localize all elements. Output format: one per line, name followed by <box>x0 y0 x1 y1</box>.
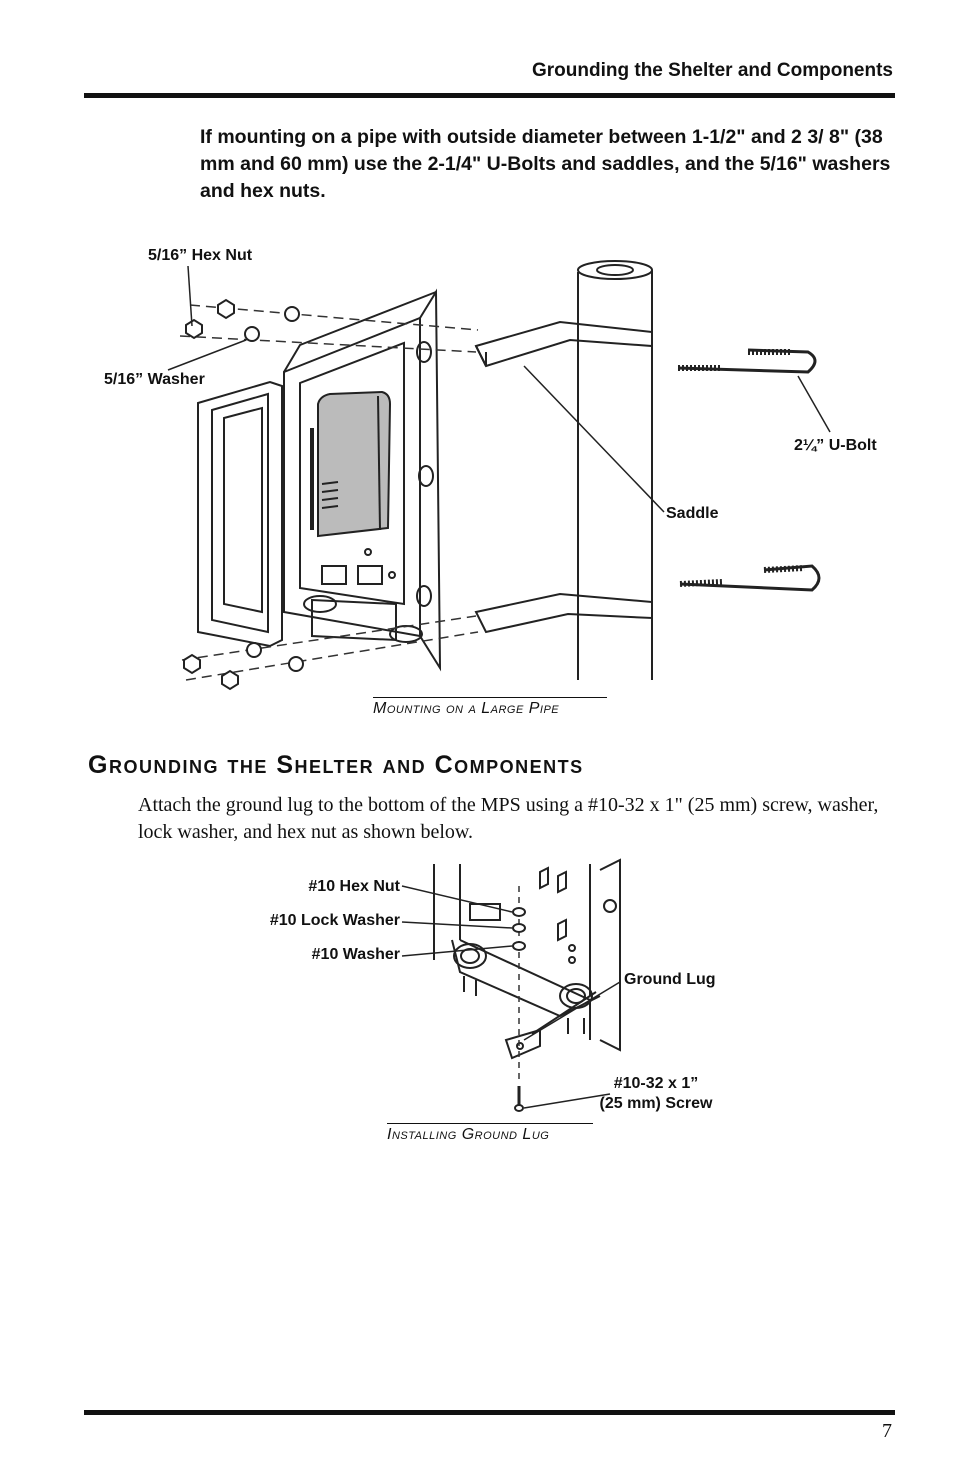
label-saddle: Saddle <box>666 505 719 522</box>
section-body: Attach the ground lug to the bottom of t… <box>138 794 879 843</box>
label-screw-line2: (25 mm) Screw <box>600 1095 713 1112</box>
section-title: Grounding the Shelter and Components <box>88 751 584 779</box>
label-hex-nut: 5/16” Hex Nut <box>148 247 253 264</box>
label-washer: 5/16” Washer <box>104 371 205 388</box>
figure1-caption: Mounting on a Large Pipe <box>373 700 560 717</box>
mounting-note: If mounting on a pipe with outside diame… <box>200 126 891 202</box>
mounting-diagram: 5/16” Hex Nut 5/16” Washer 2¼” U-Bolt Sa… <box>104 247 877 691</box>
footer-rule <box>84 1410 895 1415</box>
running-header: Grounding the Shelter and Components <box>532 60 893 81</box>
ground-lug-diagram: #10 Hex Nut #10 Lock Washer #10 Washer G… <box>270 858 716 1112</box>
label-10-lock-washer: #10 Lock Washer <box>270 912 400 929</box>
label-10-washer: #10 Washer <box>312 946 400 963</box>
label-ground-lug: Ground Lug <box>624 971 716 988</box>
label-u-bolt: 2¼” U-Bolt <box>794 437 877 454</box>
figure2-caption-rule <box>387 1123 593 1124</box>
figure1-caption-rule <box>373 697 607 698</box>
label-10-hex-nut: #10 Hex Nut <box>308 878 400 895</box>
page-number: 7 <box>882 1420 892 1442</box>
header-rule <box>84 93 895 98</box>
label-screw-line1: #10-32 x 1” <box>614 1075 699 1092</box>
figure2-caption: Installing Ground Lug <box>387 1126 550 1143</box>
